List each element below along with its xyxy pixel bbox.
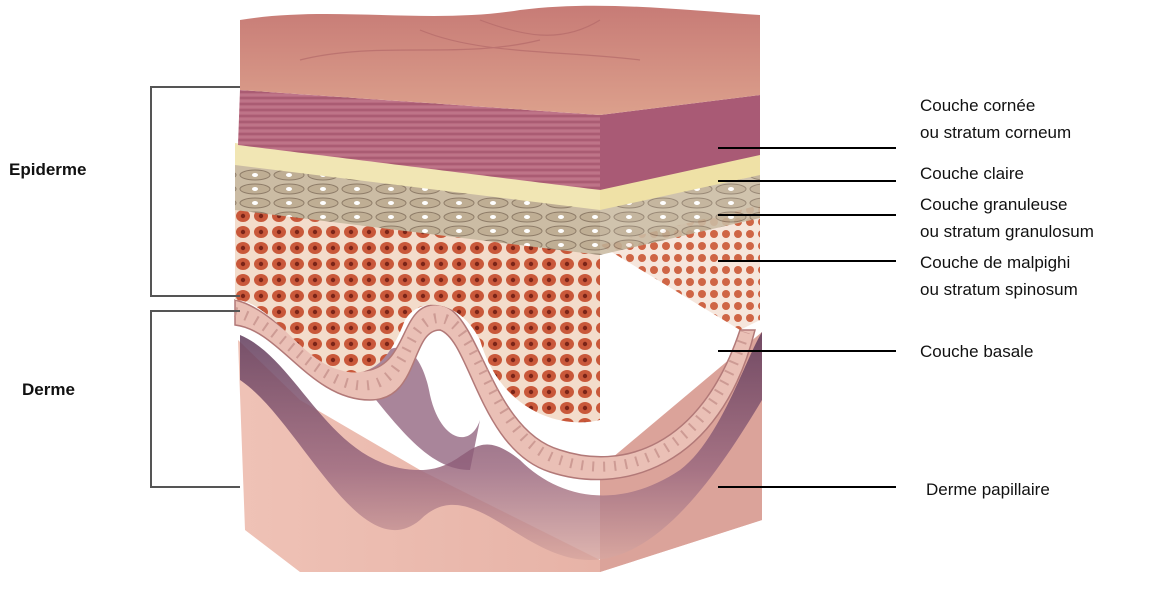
derme-bracket [151,311,240,487]
label-couche-basale: Couche basale [920,338,1033,365]
epiderme-label: Epiderme [9,160,86,180]
label-couche-granuleuse-line2: ou stratum granulosum [920,218,1094,245]
label-couche-granuleuse-line1: Couche granuleuse [920,191,1094,218]
label-couche-malpighi-line1: Couche de malpighi [920,249,1078,276]
epiderme-bracket [151,87,240,296]
label-couche-claire: Couche claire [920,160,1024,187]
label-couche-cornee: Couche cornée ou stratum corneum [920,92,1071,146]
label-derme-papillaire: Derme papillaire [926,476,1050,503]
label-couche-malpighi-line2: ou stratum spinosum [920,276,1078,303]
derme-label: Derme [22,380,75,400]
label-couche-cornee-line2: ou stratum corneum [920,119,1071,146]
label-couche-granuleuse: Couche granuleuse ou stratum granulosum [920,191,1094,245]
label-couche-malpighi: Couche de malpighi ou stratum spinosum [920,249,1078,303]
label-couche-basale-line1: Couche basale [920,338,1033,365]
label-couche-claire-line1: Couche claire [920,160,1024,187]
label-derme-papillaire-line1: Derme papillaire [926,476,1050,503]
label-couche-cornee-line1: Couche cornée [920,92,1071,119]
